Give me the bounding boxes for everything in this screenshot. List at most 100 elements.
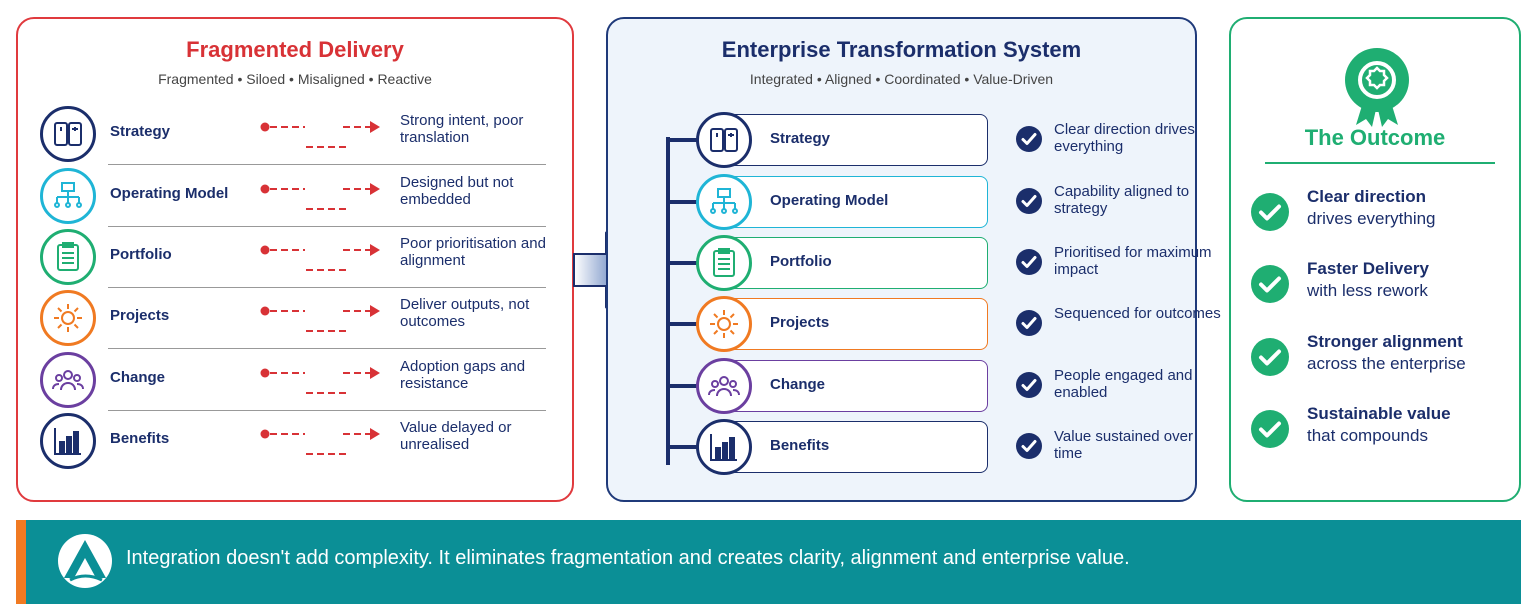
outcome-heading: Faster Delivery <box>1307 259 1429 278</box>
check-circle-icon <box>1251 338 1289 376</box>
gear-icon <box>696 296 752 352</box>
checklist-icon <box>696 235 752 291</box>
check-circle-icon <box>1251 193 1289 231</box>
fragmented-row: Portfolio Poor prioritisation and alignm… <box>38 226 558 288</box>
connector-tick <box>666 200 702 204</box>
row-description: Adoption gaps and resistance <box>400 358 526 392</box>
award-ribbon-icon <box>1345 48 1409 127</box>
people-icon <box>696 358 752 414</box>
dashed-arrow-icon <box>260 301 385 337</box>
banner-accent <box>16 520 26 604</box>
row-description: Prioritised for maximum impact <box>1054 244 1212 278</box>
system-row: Change People engaged and enabled <box>666 355 1192 417</box>
check-circle-icon <box>1016 249 1042 275</box>
system-row-box <box>726 360 988 412</box>
connector-tick <box>666 138 702 142</box>
row-description: Poor prioritisation and alignment <box>400 235 546 269</box>
enterprise-system-title: Enterprise Transformation System <box>721 37 1082 62</box>
outcome-title: The Outcome <box>1304 125 1446 150</box>
row-label: Portfolio <box>110 246 172 263</box>
row-label: Benefits <box>110 430 170 447</box>
gear-icon <box>40 290 96 346</box>
org-chart-icon <box>696 174 752 230</box>
outcome-item: Sustainable value that compounds <box>1251 404 1511 456</box>
bar-chart-icon <box>696 419 752 475</box>
check-circle-icon <box>1016 126 1042 152</box>
chess-icon <box>40 106 96 162</box>
org-chart-icon <box>40 168 96 224</box>
dashed-arrow-icon <box>260 240 385 276</box>
row-label: Strategy <box>110 123 171 140</box>
check-circle-icon <box>1251 410 1289 448</box>
system-row: Projects Sequenced for outcomes <box>666 293 1221 355</box>
fragmented-row: Benefits Value delayed or unrealised <box>38 410 558 472</box>
outcome-body: that compounds <box>1307 426 1428 445</box>
dashed-arrow-icon <box>260 117 385 153</box>
fragmented-delivery-title: Fragmented Delivery <box>186 37 404 62</box>
row-divider <box>108 287 546 288</box>
outcome-item: Clear direction drives everything <box>1251 187 1511 239</box>
row-description: Clear direction drives everything <box>1054 121 1195 155</box>
outcome-item: Faster Delivery with less rework <box>1251 259 1511 311</box>
check-circle-icon <box>1016 310 1042 336</box>
row-divider <box>108 164 546 165</box>
system-row: Strategy Clear direction drives everythi… <box>666 109 1195 171</box>
row-label: Projects <box>770 314 830 331</box>
row-label: Operating Model <box>110 185 229 202</box>
row-description: Deliver outputs, not outcomes <box>400 296 530 330</box>
connector-tick <box>666 322 702 326</box>
dashed-arrow-icon <box>260 179 385 215</box>
outcome-heading: Stronger alignment <box>1307 332 1463 351</box>
row-description: Designed but not embedded <box>400 174 514 208</box>
connector-tick <box>666 261 702 265</box>
fragmented-delivery-subtitle: Fragmented • Siloed • Misaligned • React… <box>158 71 432 87</box>
people-icon <box>40 352 96 408</box>
outcome-heading: Clear direction <box>1307 187 1427 206</box>
enterprise-system-subtitle: Integrated • Aligned • Coordinated • Val… <box>749 71 1054 87</box>
brand-logo-icon <box>58 534 112 588</box>
outcome-heading: Sustainable value <box>1307 404 1451 423</box>
connector-tick <box>666 384 702 388</box>
row-divider <box>108 348 546 349</box>
system-row: Benefits Value sustained over time <box>666 416 1193 478</box>
system-row: Portfolio Prioritised for maximum impact <box>666 232 1212 294</box>
system-row-box <box>726 176 988 228</box>
banner-message: Integration doesn't add complexity. It e… <box>126 547 1130 569</box>
row-description: Value sustained over time <box>1054 428 1193 462</box>
row-label: Operating Model <box>770 192 889 209</box>
dashed-arrow-icon <box>260 424 385 460</box>
check-circle-icon <box>1016 372 1042 398</box>
row-description: People engaged and enabled <box>1054 367 1193 401</box>
row-divider <box>108 410 546 411</box>
footer-banner: Integration doesn't add complexity. It e… <box>16 520 1521 604</box>
row-label: Portfolio <box>770 253 832 270</box>
connector-tick <box>666 445 702 449</box>
check-circle-icon <box>1251 265 1289 303</box>
row-description: Capability aligned to strategy <box>1054 183 1190 217</box>
row-label: Change <box>770 376 826 393</box>
fragmented-delivery-panel: Fragmented Delivery Fragmented • Siloed … <box>16 17 574 502</box>
fragmented-row: Projects Deliver outputs, not outcomes <box>38 287 558 349</box>
outcome-body: across the enterprise <box>1307 354 1466 373</box>
outcome-divider <box>1265 162 1495 164</box>
check-circle-icon <box>1016 188 1042 214</box>
row-description: Value delayed or unrealised <box>400 419 512 453</box>
system-row: Operating Model Capability aligned to st… <box>666 171 1189 233</box>
outcome-item: Stronger alignment across the enterprise <box>1251 332 1511 384</box>
outcome-body: with less rework <box>1307 281 1428 300</box>
fragmented-row: Change Adoption gaps and resistance <box>38 349 558 411</box>
connector-spine <box>666 137 670 465</box>
system-row-box <box>726 237 988 289</box>
row-label: Benefits <box>770 437 830 454</box>
outcome-panel: The Outcome Clear direction drives every… <box>1229 17 1521 502</box>
enterprise-system-panel: Enterprise Transformation System Integra… <box>606 17 1221 502</box>
system-row-box <box>726 298 988 350</box>
fragmented-row: Strategy Strong intent, poor translation <box>38 103 558 165</box>
row-label: Change <box>110 369 166 386</box>
system-row-box <box>726 114 988 166</box>
fragmented-row: Operating Model Designed but not embedde… <box>38 165 558 227</box>
outcome-body: drives everything <box>1307 209 1436 228</box>
system-row-box <box>726 421 988 473</box>
row-description: Strong intent, poor translation <box>400 112 524 146</box>
bar-chart-icon <box>40 413 96 469</box>
